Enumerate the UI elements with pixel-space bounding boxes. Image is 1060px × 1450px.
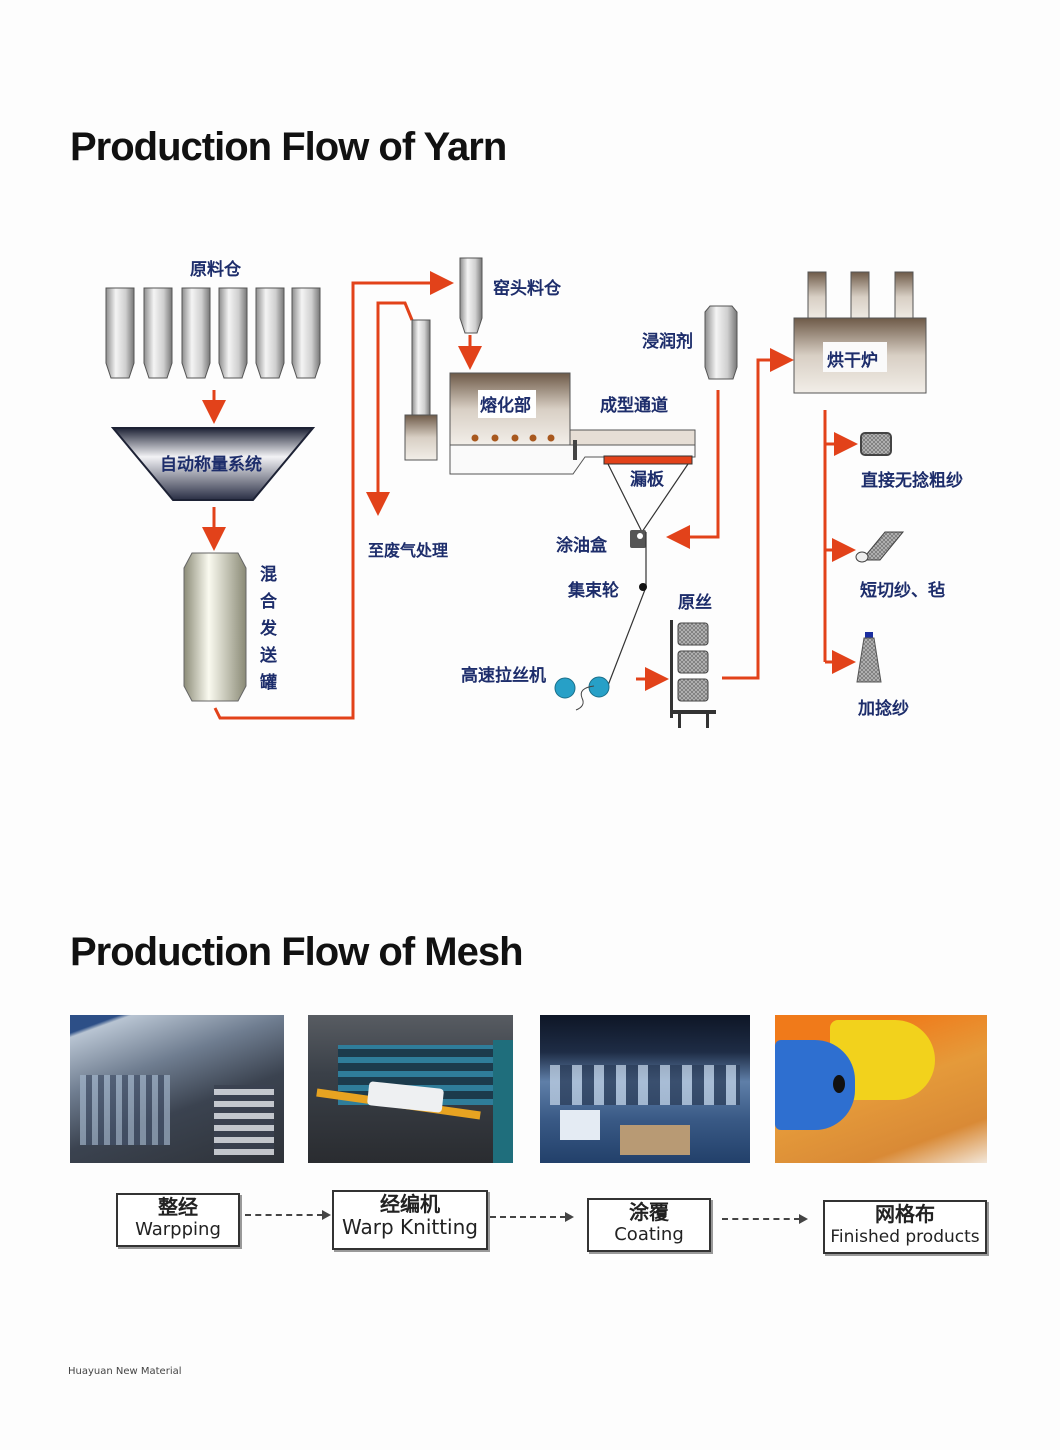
- label-kiln-silo: 窑头料仓: [493, 278, 562, 299]
- svg-text:发: 发: [259, 618, 278, 639]
- warping-workshop-photo: [70, 1015, 284, 1163]
- kiln-head-silo: [459, 257, 483, 334]
- arrow-to-exhaust: [366, 301, 414, 516]
- dashed-arrow: [490, 1212, 574, 1222]
- weighing-hopper: [110, 427, 316, 501]
- step-finished-products: 网格布 Finished products: [823, 1200, 987, 1254]
- step-en-label: Warp Knitting: [342, 1215, 478, 1239]
- glass-strand: [606, 532, 647, 689]
- label-forming-channel: 成型通道: [600, 395, 668, 416]
- finished-mesh-rolls-photo: [775, 1015, 987, 1163]
- bushing-plate: [603, 455, 693, 465]
- label-exhaust: 至废气处理: [368, 541, 448, 560]
- label-bushing: 漏板: [630, 469, 665, 490]
- step-en-label: Finished products: [830, 1227, 980, 1247]
- twisted-yarn-icon: [856, 632, 882, 683]
- label-weighing-system: 自动称量系统: [160, 454, 262, 475]
- step-en-label: Coating: [614, 1224, 684, 1245]
- warp-knitting-machine-photo: [308, 1015, 513, 1163]
- dashed-arrow: [245, 1210, 331, 1220]
- heat-exchanger-tower: [404, 319, 438, 461]
- svg-text:合: 合: [260, 591, 278, 612]
- melting-furnace: [449, 372, 696, 475]
- step-warping: 整经 Warpping: [116, 1193, 240, 1247]
- label-roving: 直接无捻粗纱: [861, 470, 963, 491]
- label-oven: 烘干炉: [827, 350, 878, 371]
- chopped-mat-icon: [855, 531, 905, 563]
- label-raw-silo: 原料仓: [190, 259, 242, 280]
- label-sizing: 浸润剂: [642, 331, 693, 352]
- step-coating: 涂覆 Coating: [587, 1198, 711, 1252]
- raw-material-silos: [105, 287, 321, 379]
- arrow-tank-to-kiln-silo: [213, 271, 454, 720]
- step-zh-label: 涂覆: [629, 1200, 669, 1224]
- step-en-label: Warpping: [135, 1219, 221, 1240]
- coating-workshop-photo: [540, 1015, 750, 1163]
- step-warp-knitting: 经编机 Warp Knitting: [332, 1190, 488, 1250]
- footer-company-name: Huayuan New Material: [68, 1366, 182, 1377]
- label-mixing-tank: 混 合 发 送 罐: [259, 565, 278, 693]
- drying-oven: [793, 271, 927, 394]
- label-applicator: 涂油盒: [556, 535, 608, 556]
- step-zh-label: 网格布: [875, 1202, 935, 1226]
- label-chopped: 短切纱、毡: [860, 580, 945, 601]
- label-winder: 高速拉丝机: [461, 665, 546, 686]
- arrow-sizing-to-applicator: [666, 390, 720, 549]
- arrow-strand-to-oven: [722, 348, 794, 680]
- label-raw-strand: 原丝: [678, 592, 712, 613]
- yarn-section-title: Production Flow of Yarn: [70, 125, 507, 169]
- step-zh-label: 经编机: [380, 1192, 440, 1216]
- high-speed-winder: [554, 676, 610, 711]
- yarn-flow-diagram: 原料仓 自动称量系统 混 合 发 送 罐 至废气处理 窑头料仓: [105, 257, 963, 728]
- label-melting: 熔化部: [480, 395, 531, 416]
- sizing-agent-tank: [704, 305, 738, 380]
- step-zh-label: 整经: [158, 1195, 198, 1219]
- label-gathering: 集束轮: [567, 580, 619, 601]
- roving-icon: [860, 432, 892, 456]
- applicator-box: [630, 530, 646, 548]
- mesh-section-title: Production Flow of Mesh: [70, 930, 524, 974]
- label-twisted: 加捻纱: [857, 698, 909, 719]
- gathering-wheel: [639, 583, 647, 591]
- svg-text:送: 送: [260, 645, 278, 666]
- svg-text:混: 混: [260, 565, 277, 585]
- dashed-arrow: [722, 1214, 808, 1224]
- mixing-tank: [183, 552, 247, 702]
- svg-text:罐: 罐: [259, 672, 277, 693]
- raw-strand-rack: [670, 620, 716, 728]
